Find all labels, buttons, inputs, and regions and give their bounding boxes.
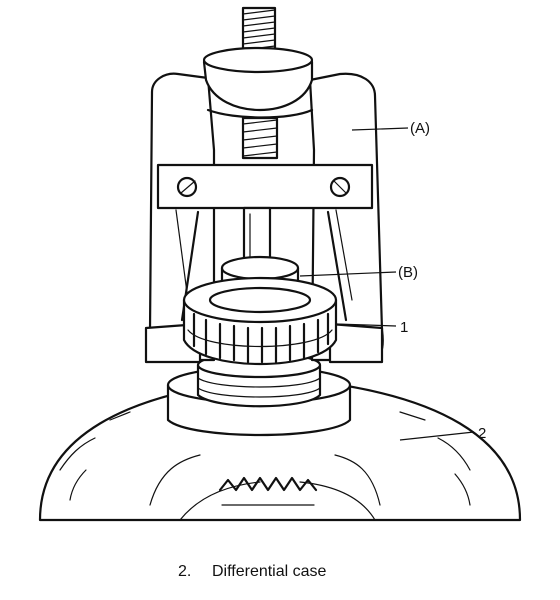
case-hub xyxy=(166,351,352,437)
label-adapter-b: (B) xyxy=(398,264,418,281)
caption-text: Differential case xyxy=(212,563,327,580)
bearing-puller xyxy=(144,72,384,364)
label-case-2: 2 xyxy=(478,425,486,442)
label-puller-a: (A) xyxy=(410,120,430,137)
caption-number: 2. xyxy=(178,563,191,580)
forcing-screw xyxy=(202,6,314,270)
leader-lines xyxy=(299,127,475,441)
label-bearing-1: 1 xyxy=(400,319,408,336)
bearing xyxy=(182,276,338,366)
